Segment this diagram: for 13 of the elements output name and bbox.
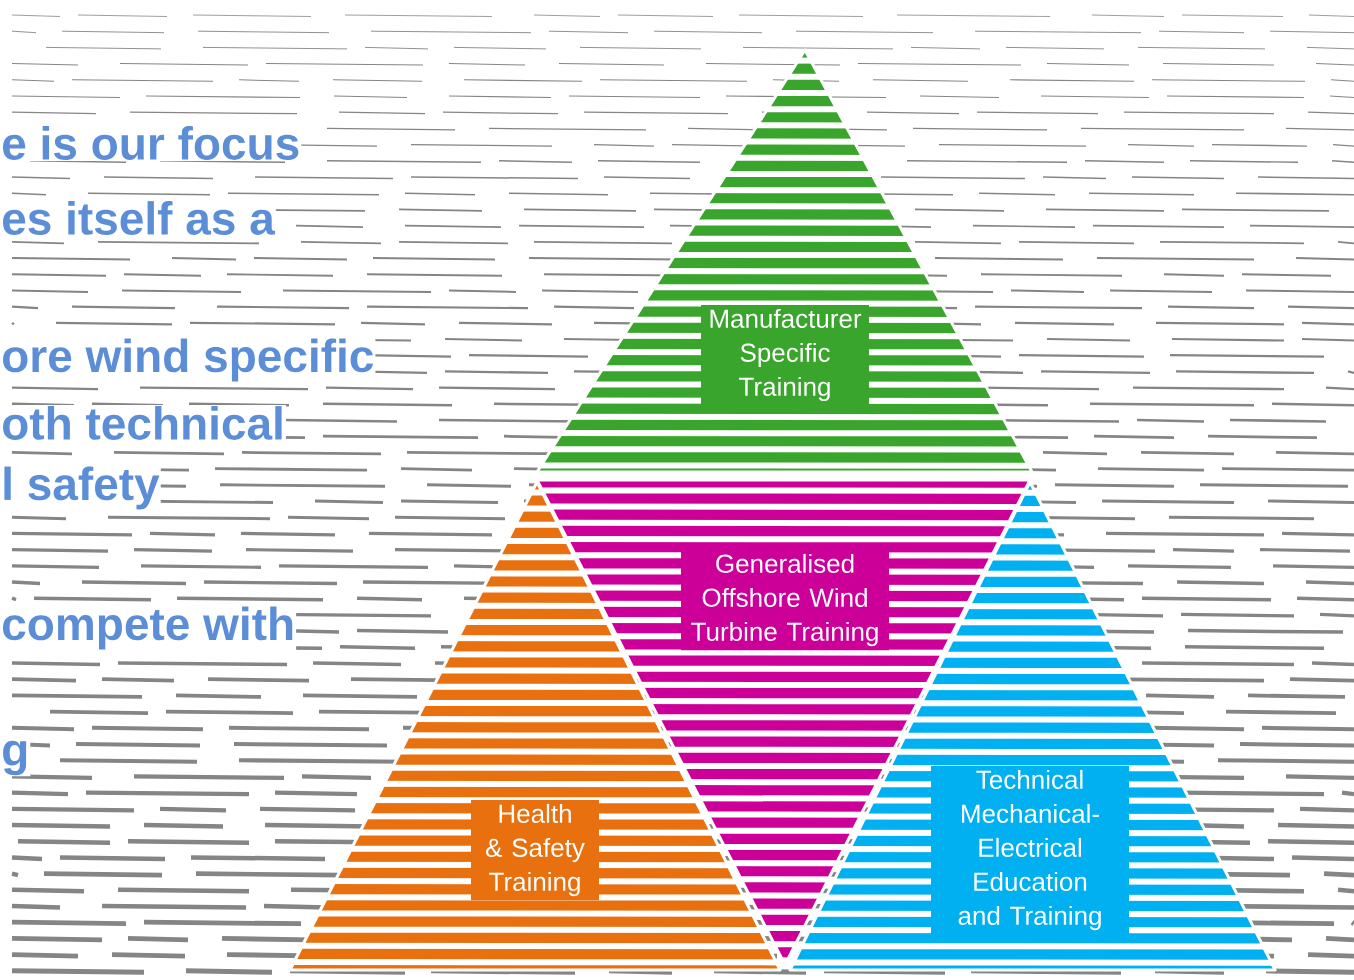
heading-text: l safety [0, 465, 161, 511]
node-label: Manufacturer Specific Training [710, 308, 862, 402]
label-box: Manufacturer Specific Training [701, 304, 869, 406]
heading-text: compete with [0, 605, 297, 651]
heading-text: e is our focus [0, 125, 302, 161]
heading-text: oth technical [0, 405, 286, 441]
node-label: Health & Safety Training [486, 803, 585, 897]
heading-text: g [0, 739, 31, 777]
label-box: Generalised Offshore Wind Turbine Training [681, 549, 889, 651]
label-box: Technical Mechanical-Electrical Education and Training [931, 765, 1129, 935]
heading-text: ore wind specific [0, 337, 376, 383]
label-box: Health & Safety Training [471, 799, 599, 901]
heading-text: es itself as a [0, 200, 276, 236]
